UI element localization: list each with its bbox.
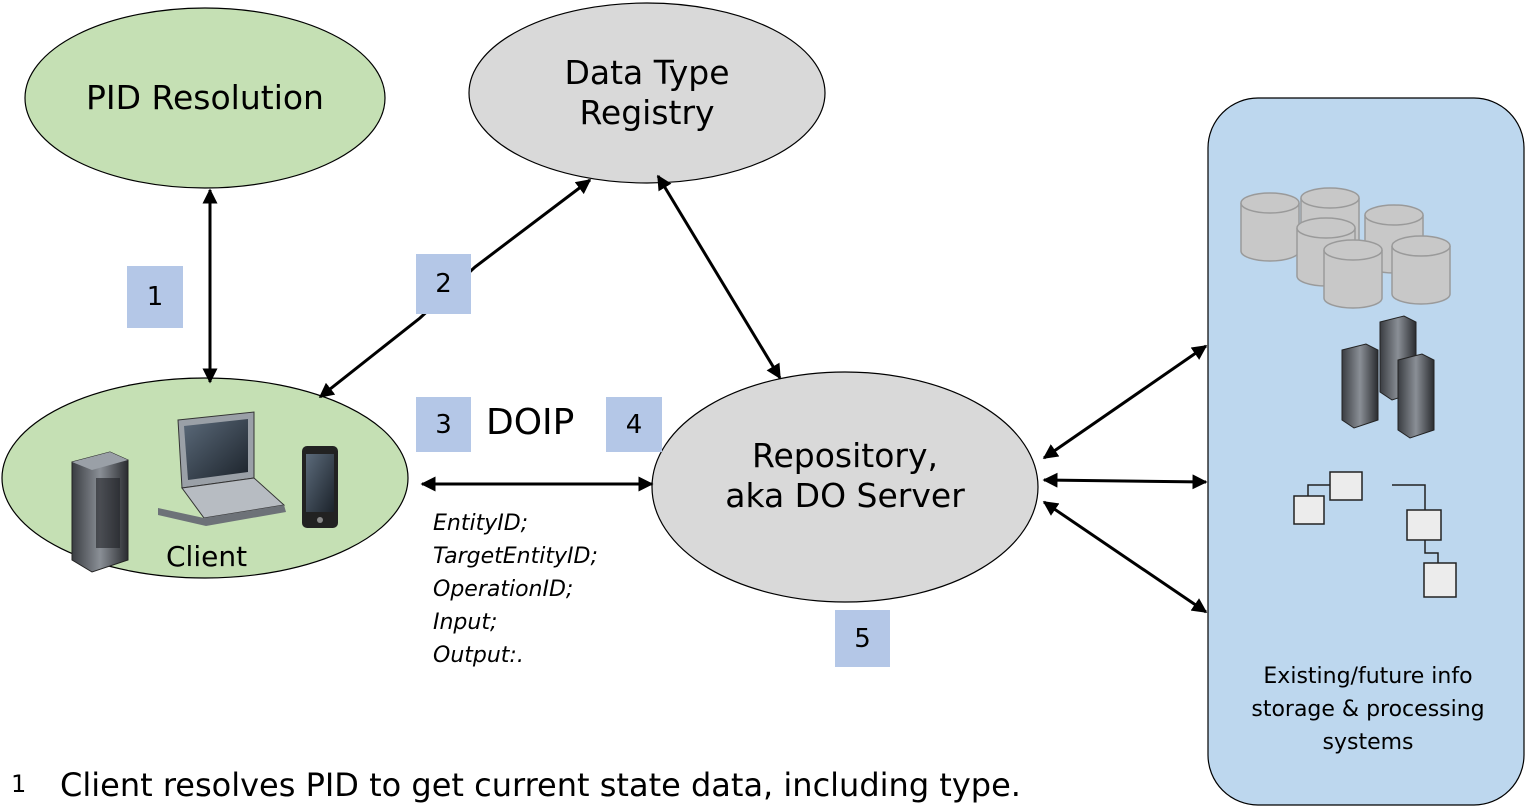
step-badge-1: 1: [127, 266, 183, 328]
tree-icon: [1293, 471, 1457, 598]
server-icon: [71, 451, 129, 573]
client-label: Client: [166, 540, 248, 573]
storage-label: Existing/future info storage & processin…: [1251, 664, 1485, 755]
param-output: Output:.: [433, 643, 524, 668]
footnote-number: 1: [11, 770, 27, 798]
repository-label: Repository, aka DO Server: [725, 436, 965, 515]
param-target-entity-id: TargetEntityID;: [433, 544, 598, 569]
param-entity-id: EntityID;: [433, 511, 529, 536]
param-input: Input;: [433, 610, 498, 635]
pid-resolution-node: [24, 7, 386, 189]
arrow-registry-repository: [656, 174, 782, 380]
doip-params: EntityID; TargetEntityID; OperationID; I…: [433, 507, 598, 672]
arrow-storage-mid: [1042, 472, 1208, 490]
footnote-text: Client resolves PID to get current state…: [60, 766, 1021, 804]
step-badge-4: 4: [606, 397, 662, 452]
step-badge-2: 2: [416, 254, 471, 314]
database-icon: [1240, 187, 1451, 309]
doip-label: DOIP: [486, 402, 575, 443]
server-cluster-icon: [1341, 315, 1435, 439]
arrow-storage-bottom: [1042, 500, 1208, 614]
laptop-icon: [158, 411, 286, 526]
phone-icon: [302, 446, 338, 528]
param-operation-id: OperationID;: [433, 577, 574, 602]
step-badge-3: 3: [416, 397, 471, 452]
arrow-storage-top: [1042, 344, 1208, 460]
data-type-registry-node: [468, 2, 826, 184]
data-type-registry-label: Data Type Registry: [564, 53, 730, 132]
step-badge-5: 5: [835, 610, 890, 667]
pid-resolution-label: PID Resolution: [86, 78, 324, 117]
